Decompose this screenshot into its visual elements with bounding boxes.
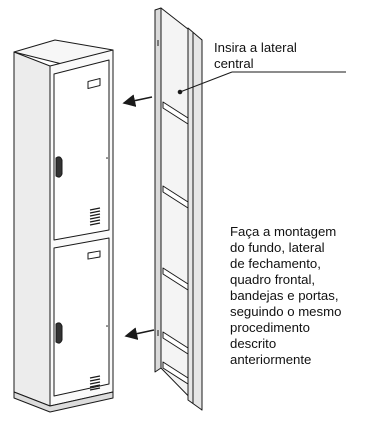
locker-base bbox=[13, 391, 114, 413]
instruction-line: de fechamento, bbox=[230, 256, 321, 271]
panel-front-edge bbox=[154, 7, 162, 373]
locker-side-panel bbox=[13, 51, 51, 407]
insert-lateral-callout: Insira a lateral central bbox=[214, 40, 354, 72]
panel-shelf-rails bbox=[162, 101, 189, 385]
instruction-line: seguindo o mesmo bbox=[230, 304, 342, 319]
callout-line: Insira a lateral bbox=[214, 40, 297, 55]
instruction-line: bandejas e portas, bbox=[230, 288, 339, 303]
insert-arrow-upper bbox=[122, 94, 153, 107]
lower-door-handle bbox=[55, 322, 63, 344]
callout-leader bbox=[177, 71, 346, 95]
instruction-line: procedimento bbox=[230, 320, 310, 335]
insert-arrow-lower bbox=[124, 327, 155, 340]
upper-door-handle bbox=[55, 156, 63, 178]
callout-line: central bbox=[214, 56, 254, 71]
instruction-line: do fundo, lateral bbox=[230, 240, 325, 255]
upper-door-vents bbox=[89, 207, 101, 226]
assembly-instructions-callout: Faça a montagem do fundo, lateral de fec… bbox=[230, 224, 360, 368]
instruction-line: Faça a montagem bbox=[230, 224, 337, 239]
locker-lower-door bbox=[53, 237, 110, 397]
upper-label-holder bbox=[87, 77, 101, 90]
panel-rear-flange bbox=[187, 27, 203, 411]
central-lateral-panel bbox=[154, 7, 203, 411]
instruction-line: descrito bbox=[230, 336, 277, 351]
lower-label-holder bbox=[87, 250, 101, 260]
lower-door-vents bbox=[89, 375, 101, 391]
instruction-line: quadro frontal, bbox=[230, 272, 316, 287]
locker-cabinet bbox=[13, 39, 114, 413]
instruction-line: anteriormente bbox=[230, 352, 312, 367]
locker-upper-door bbox=[53, 59, 110, 241]
